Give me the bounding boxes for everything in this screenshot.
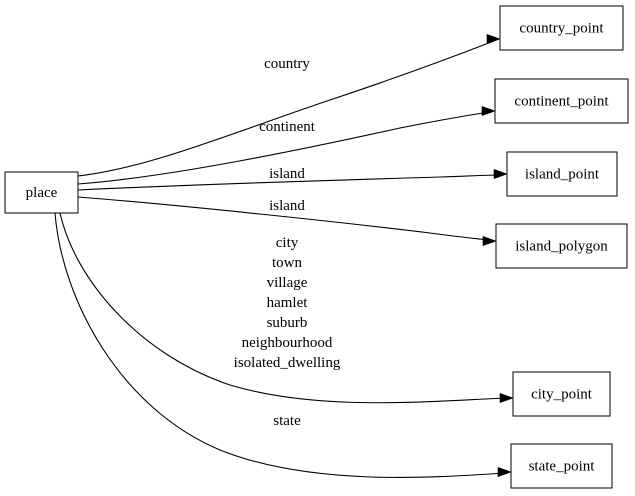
edge-label: island	[269, 166, 305, 182]
edge-place-to-country_point	[77, 33, 501, 177]
arrowhead-icon	[486, 33, 501, 45]
edge-label-line: island	[269, 198, 305, 214]
nodes-layer: place country_point continent_point island_…	[4, 5, 629, 489]
edge-path	[77, 196, 491, 241]
node-label: continent_point	[514, 93, 609, 109]
edge-label-line: suburb	[267, 315, 308, 331]
node-city_point[interactable]: city_point	[512, 371, 611, 417]
edge-label-line: village	[267, 275, 308, 291]
arrowhead-icon	[481, 105, 496, 117]
edge-place-to-state_point	[54, 212, 512, 478]
edge-label: city town village hamlet suburb neighbourhood…	[234, 235, 341, 371]
arrowhead-icon	[499, 392, 514, 404]
edge-label-line: town	[272, 255, 303, 271]
node-box[interactable]	[499, 5, 624, 51]
edge-path	[77, 111, 490, 185]
edge-label-line: neighbourhood	[242, 335, 333, 351]
node-continent_point[interactable]: continent_point	[494, 78, 629, 124]
edge-path	[77, 174, 502, 191]
node-country_point[interactable]: country_point	[499, 5, 624, 51]
edges-layer	[54, 33, 514, 478]
edge-label: island	[269, 198, 305, 214]
edge-label-line: hamlet	[267, 295, 309, 311]
node-label: country_point	[519, 20, 604, 36]
node-box[interactable]	[4, 171, 79, 214]
arrowhead-icon	[493, 168, 508, 180]
edge-label-line: city	[276, 235, 299, 251]
edge-label-line: state	[273, 413, 301, 429]
node-island_polygon[interactable]: island_polygon	[495, 223, 628, 269]
node-label: island_point	[525, 166, 600, 182]
arrowhead-icon	[482, 235, 497, 247]
edge-label: state	[273, 413, 301, 429]
node-box[interactable]	[506, 151, 618, 197]
edge-labels-layer: country continent island island city town vill…	[234, 56, 341, 429]
node-label: island_polygon	[515, 238, 608, 254]
edge-label-line: country	[264, 56, 310, 72]
edge-path	[54, 212, 506, 478]
edge-place-to-island_polygon	[77, 196, 497, 247]
edge-label: country	[264, 56, 310, 72]
edge-path	[59, 212, 508, 404]
edge-place-to-island_point	[77, 168, 508, 191]
node-place[interactable]: place	[4, 171, 79, 214]
edge-label-line: continent	[259, 119, 316, 135]
node-label: city_point	[531, 386, 593, 402]
edge-path	[77, 40, 495, 177]
node-box[interactable]	[495, 223, 628, 269]
node-state_point[interactable]: state_point	[510, 443, 613, 489]
node-box[interactable]	[512, 371, 611, 417]
node-label: state_point	[529, 458, 596, 474]
node-label: place	[26, 185, 58, 201]
edge-label: continent	[259, 119, 316, 135]
edge-label-line: isolated_dwelling	[234, 355, 341, 371]
edge-place-to-continent_point	[77, 105, 496, 185]
edge-label-line: island	[269, 166, 305, 182]
node-island_point[interactable]: island_point	[506, 151, 618, 197]
arrowhead-icon	[497, 466, 512, 478]
node-box[interactable]	[510, 443, 613, 489]
edge-place-to-city_point	[59, 212, 514, 404]
node-box[interactable]	[494, 78, 629, 124]
